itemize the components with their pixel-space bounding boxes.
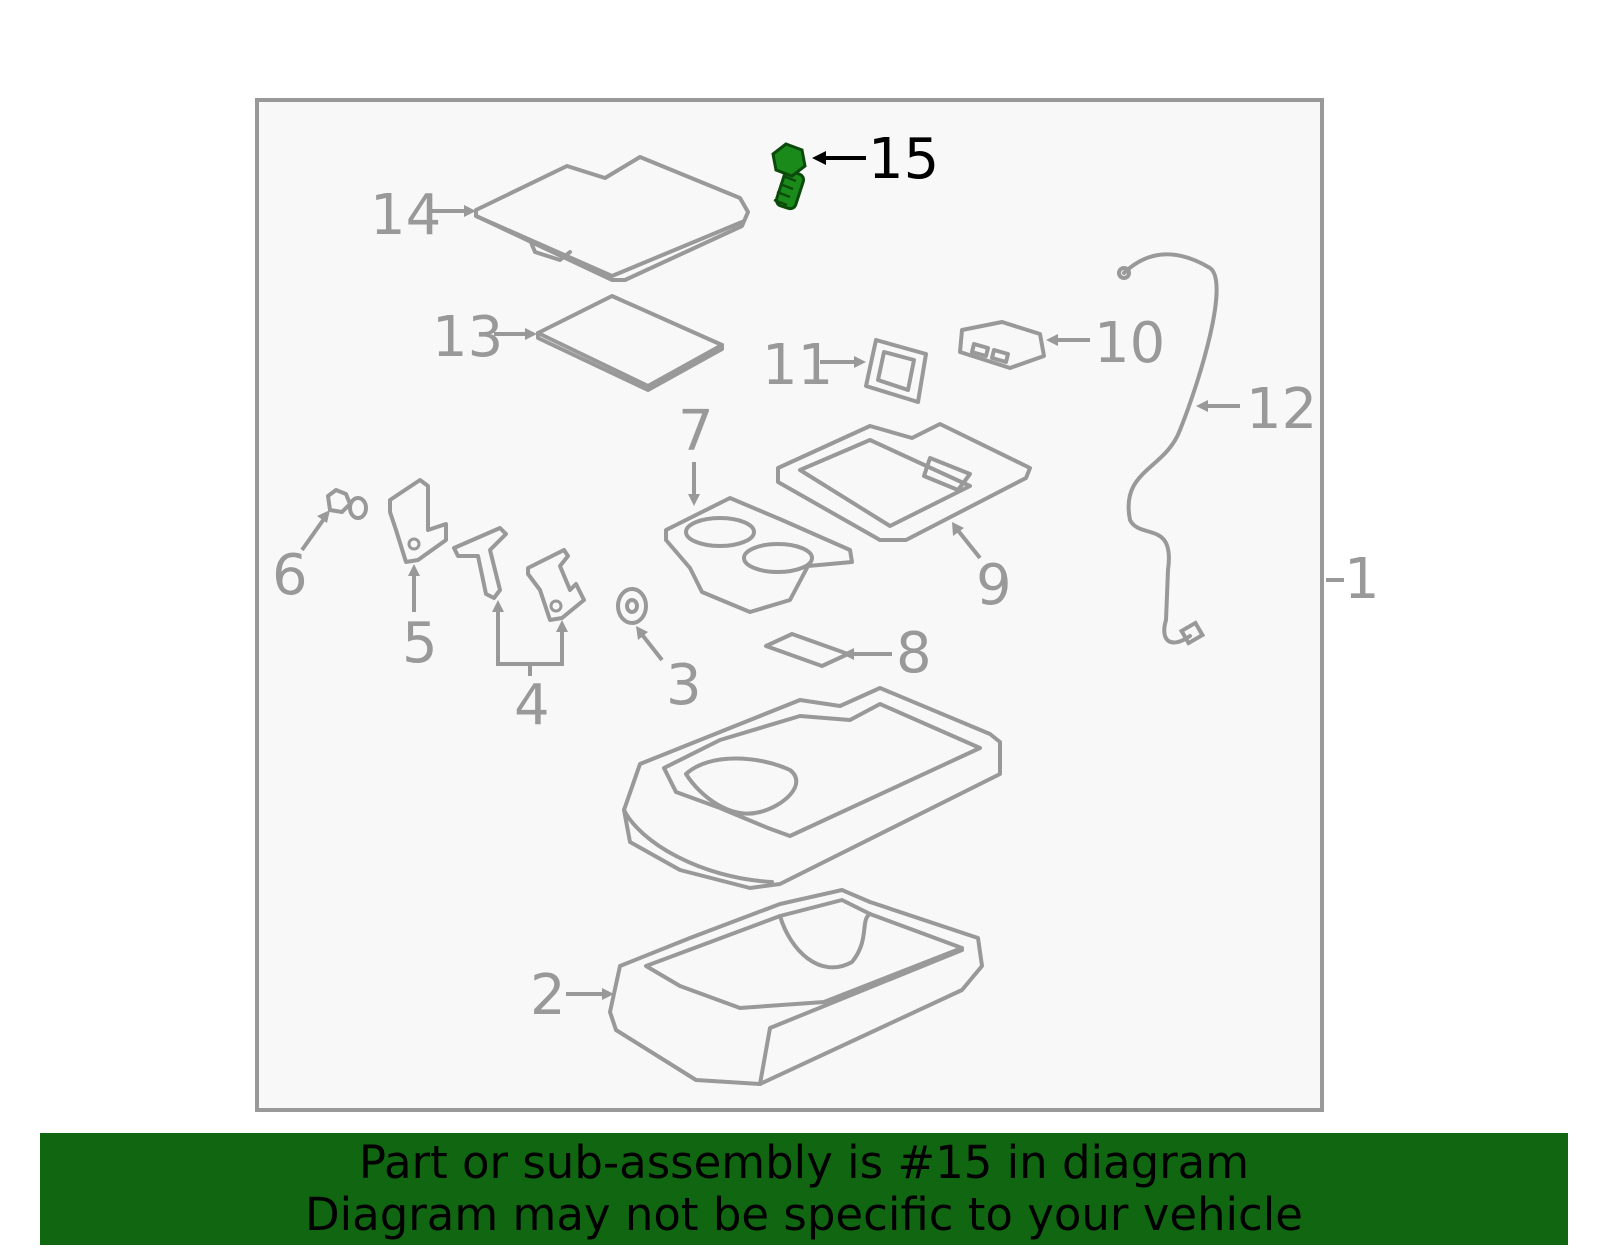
part-4-brackets[interactable] (452, 526, 586, 622)
part-2-console-base[interactable] (608, 888, 984, 1086)
callout-4[interactable]: 4 (514, 673, 550, 738)
callout-14[interactable]: 14 (370, 183, 441, 248)
arrowhead-8 (842, 648, 854, 660)
part-7-cup-holder[interactable] (664, 496, 854, 614)
arrowhead-5 (408, 564, 420, 576)
leader-3 (638, 630, 664, 662)
callout-3[interactable]: 3 (666, 653, 702, 718)
diagram-frame (255, 98, 1324, 1112)
arrowhead-9 (952, 522, 964, 536)
callout-15[interactable]: 15 (868, 127, 939, 192)
banner-line-disclaimer: Diagram may not be specific to your vehi… (305, 1188, 1303, 1241)
arrowhead-7 (688, 494, 700, 506)
arrowhead-12 (1196, 400, 1208, 412)
arrowhead-10 (1046, 334, 1058, 346)
part-1-console-housing[interactable] (622, 686, 1002, 890)
arrowhead-13 (525, 328, 537, 340)
arrowhead-2 (602, 988, 614, 1000)
arrowhead-3 (636, 626, 648, 640)
callout-5[interactable]: 5 (402, 611, 438, 676)
part-5-hinge[interactable] (388, 478, 448, 564)
part-10-usb-module[interactable] (958, 320, 1046, 370)
callout-2[interactable]: 2 (530, 963, 566, 1028)
leader-9 (954, 526, 982, 560)
callout-11[interactable]: 11 (762, 333, 833, 398)
part-15-bolt[interactable] (771, 142, 807, 211)
leader-6 (300, 514, 328, 552)
callout-12[interactable]: 12 (1246, 377, 1317, 442)
part-9-storage-tray[interactable] (776, 422, 1032, 542)
arrowhead-14 (464, 205, 476, 217)
part-12-wire-harness[interactable] (1117, 252, 1219, 646)
arrowhead-6 (317, 510, 330, 523)
callout-13[interactable]: 13 (432, 305, 503, 370)
arrowhead-4a (492, 600, 504, 612)
callout-1[interactable]: 1 (1344, 547, 1380, 612)
callout-7[interactable]: 7 (678, 399, 714, 464)
callout-6[interactable]: 6 (272, 543, 308, 608)
banner-line-part: Part or sub-assembly is #15 in diagram (358, 1136, 1250, 1189)
info-banner: Part or sub-assembly is #15 in diagram D… (40, 1133, 1568, 1245)
leader-4 (496, 608, 564, 676)
callout-9[interactable]: 9 (976, 553, 1012, 618)
part-11-bezel[interactable] (864, 338, 928, 404)
part-14-lid[interactable] (474, 155, 750, 282)
callout-8[interactable]: 8 (896, 621, 932, 686)
part-13-pad[interactable] (536, 294, 724, 392)
arrowhead-15 (812, 151, 826, 165)
arrowhead-11 (854, 356, 866, 368)
callout-10[interactable]: 10 (1094, 311, 1165, 376)
part-3-washer[interactable] (616, 587, 648, 625)
arrowhead-4b (556, 620, 568, 632)
